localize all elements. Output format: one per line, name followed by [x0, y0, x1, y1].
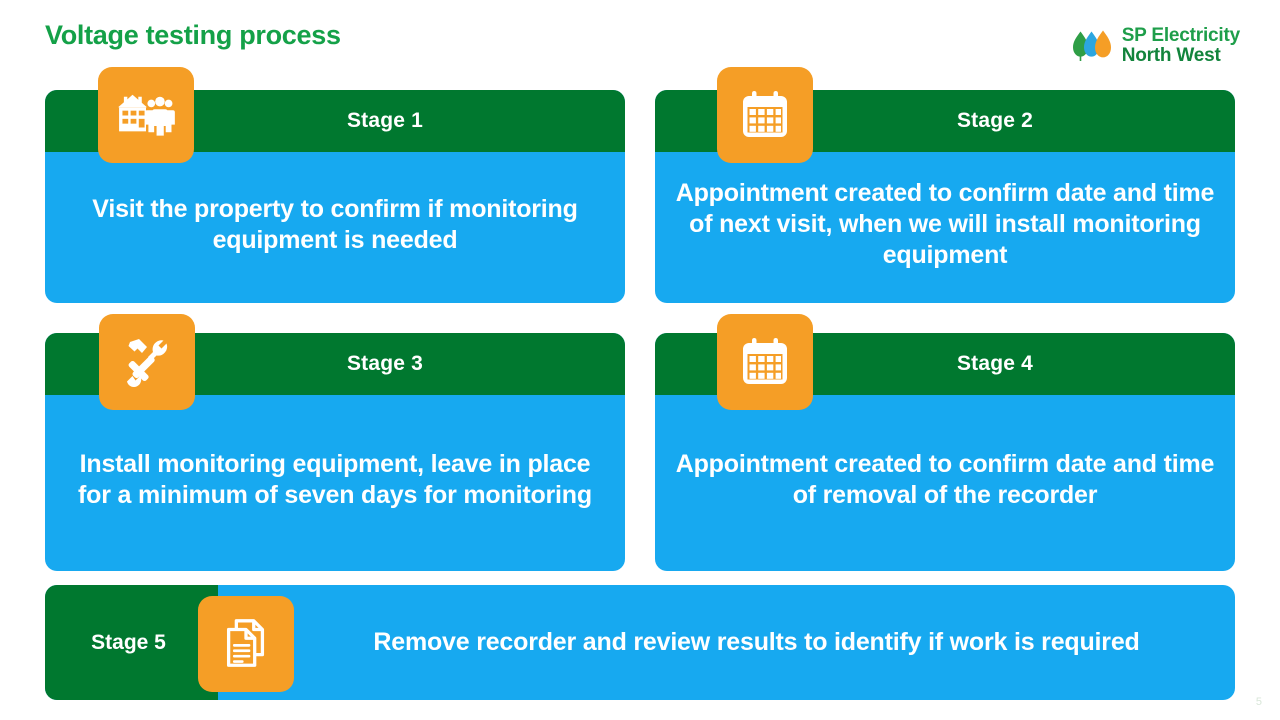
stage-card-5-body: Remove recorder and review results to id… — [218, 585, 1235, 700]
house-with-people-icon — [115, 90, 177, 140]
stage-1-icon-tile — [98, 67, 194, 163]
three-flame-leaf-logo-icon — [1071, 28, 1115, 64]
stage-card-3-label: Stage 3 — [346, 352, 424, 375]
stage-3-icon-tile — [99, 314, 195, 410]
brand-name: SP Electricity North West — [1121, 25, 1241, 67]
stage-card-4-text: Appointment created to confirm date and … — [675, 450, 1215, 509]
hammer-and-wrench-icon — [118, 333, 176, 391]
stage-card-2-body: Appointment created to confirm date and … — [655, 152, 1235, 303]
stage-5-icon-tile — [198, 596, 294, 692]
stage-card-2-text: Appointment created to confirm date and … — [675, 179, 1215, 269]
documents-icon — [218, 616, 274, 672]
stage-4-icon-tile — [717, 314, 813, 410]
stage-card-2-label: Stage 2 — [956, 109, 1034, 132]
calendar-icon — [737, 334, 793, 390]
page-number: 5 — [1255, 696, 1262, 708]
brand-name-line-1: SP Electricity — [1121, 25, 1241, 46]
stage-card-5-text: Remove recorder and review results to id… — [373, 628, 1140, 657]
brand-name-line-2: North West — [1121, 45, 1221, 67]
stage-card-5-label: Stage 5 — [91, 630, 166, 654]
stage-card-1[interactable]: Stage 1 Visit the property to confirm if… — [45, 90, 625, 303]
stage-card-4-label: Stage 4 — [956, 352, 1034, 375]
stage-card-3-body: Install monitoring equipment, leave in p… — [45, 395, 625, 571]
stage-2-icon-tile — [717, 67, 813, 163]
page-title: Voltage testing process — [45, 20, 341, 50]
stage-card-5-header: Stage 5 — [45, 585, 218, 700]
brand-logo: SP Electricity North West — [1071, 25, 1241, 67]
stage-card-1-label: Stage 1 — [346, 109, 424, 132]
stage-card-1-text: Visit the property to confirm if monitor… — [92, 194, 578, 254]
stage-card-3-text: Install monitoring equipment, leave in p… — [78, 450, 592, 509]
stage-card-1-body: Visit the property to confirm if monitor… — [45, 152, 625, 303]
calendar-icon — [737, 87, 793, 143]
stage-card-4-body: Appointment created to confirm date and … — [655, 395, 1235, 571]
